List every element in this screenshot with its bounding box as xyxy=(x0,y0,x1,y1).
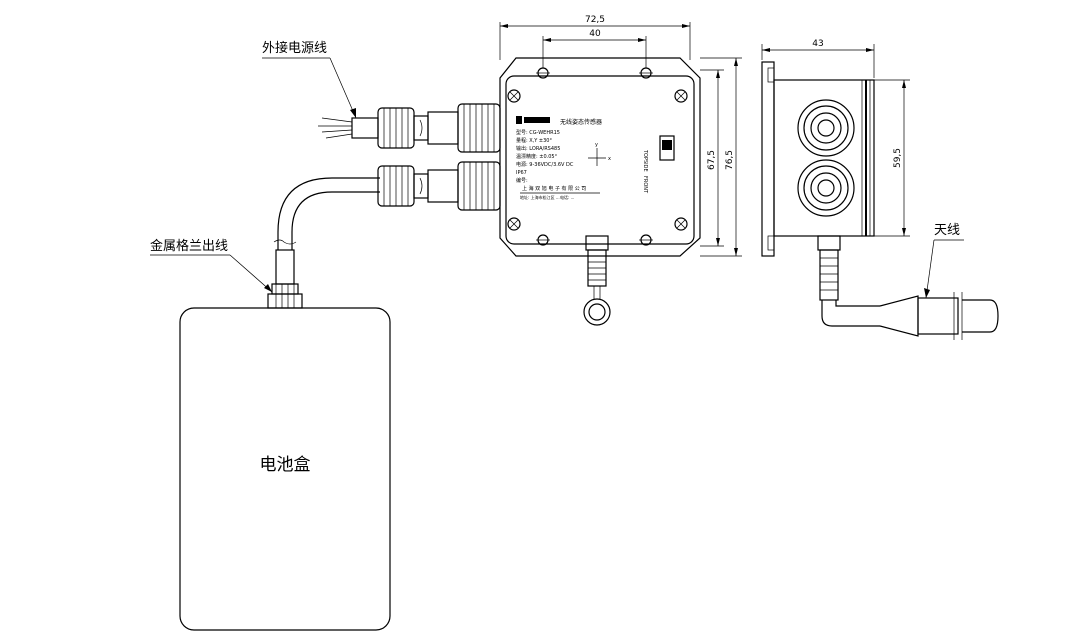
nameplate-side-bottom: FRONT xyxy=(642,176,648,194)
nameplate-serial: 编号: xyxy=(516,177,528,184)
nameplate-model: 型号: CG-WEHR15 xyxy=(516,129,560,136)
battery-box-label: 电池盒 xyxy=(260,455,311,475)
nameplate-side-top: TOPSIDE xyxy=(642,149,648,172)
power-cable-wires xyxy=(318,117,379,139)
nameplate-accuracy: 温漂精度: ±0.05° xyxy=(516,153,558,160)
dim-hole-spacing: 40 xyxy=(589,29,601,39)
nameplate-output: 输出: LORA/RS485 xyxy=(516,145,560,152)
svg-text:x: x xyxy=(608,156,611,162)
power-cable-label: 外接电源线 xyxy=(262,40,327,56)
nameplate-power: 量程: X,Y ±30° xyxy=(516,137,552,144)
metal-gland xyxy=(267,249,303,309)
nameplate-supply: 电源: 9-36VDC/3.6V DC xyxy=(516,161,574,168)
dim-outer-height: 76,5 xyxy=(725,150,735,170)
flange-outlet-label: 金属格兰出线 xyxy=(150,238,228,254)
battery-cable xyxy=(277,177,380,250)
nameplate-address: 地址: 上海市松江区 ... xyxy=(520,194,560,200)
upper-connector xyxy=(377,103,501,153)
lower-connector xyxy=(377,161,501,211)
nameplate-ip: IP67 xyxy=(516,170,527,176)
svg-text:y: y xyxy=(595,142,598,148)
dim-inner-height: 67,5 xyxy=(707,150,717,170)
antenna xyxy=(821,292,999,340)
front-dimensions: 72,5 40 67,5 76,5 xyxy=(499,15,742,257)
nameplate-title: 无线姿态传感器 xyxy=(560,118,602,126)
side-dimensions: 43 59,5 xyxy=(761,39,910,237)
dim-side-depth: 43 xyxy=(812,39,823,49)
antenna-label: 天线 xyxy=(934,223,960,238)
dim-front-width: 72,5 xyxy=(585,15,605,25)
nameplate-phone: 电话: ... xyxy=(560,194,574,200)
sensor-front-view: 无线姿态传感器 型号: CG-WEHR15 量程: X,Y ±30° 输出: L… xyxy=(499,57,701,326)
dim-side-height: 59,5 xyxy=(893,148,903,168)
nameplate-company: 上 海 双 旭 电 子 有 限 公 司 xyxy=(522,185,586,192)
sensor-side-view xyxy=(761,61,875,301)
